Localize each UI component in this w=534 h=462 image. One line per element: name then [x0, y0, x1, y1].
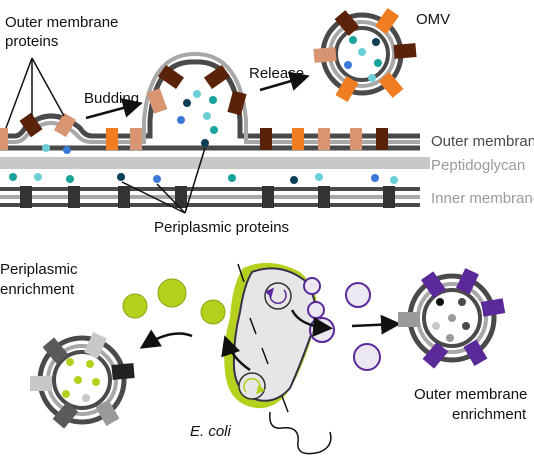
lime-vesicles	[122, 278, 226, 325]
small-bump-proteins	[19, 112, 77, 154]
outer-membrane-label: Outer membrane	[431, 133, 534, 150]
peptidoglycan-layer	[0, 157, 430, 169]
periplasmic-enrichment-line1: Periplasmic	[0, 261, 78, 278]
omp-label-line2: proteins	[5, 33, 58, 50]
release-label: Release	[249, 65, 304, 82]
periplasmic-pointer-lines	[121, 147, 206, 214]
to-periplasmic-enrichment-arrow	[139, 329, 193, 349]
peptidoglycan-label: Peptidoglycan	[431, 157, 525, 174]
periplasmic-enriched-vesicle	[30, 332, 135, 429]
om-enrichment-line2: enrichment	[452, 406, 527, 423]
periplasmic-proteins-label: Periplasmic proteins	[154, 219, 289, 236]
periplasmic-release-arrow	[221, 335, 251, 372]
inner-membrane-proteins	[20, 186, 395, 208]
budding-vesicle	[146, 64, 247, 134]
release-arrow	[259, 71, 310, 92]
periplasmic-proteins	[9, 139, 398, 184]
periplasmic-enrichment-line2: enrichment	[0, 281, 75, 298]
e-coli-label: E. coli	[190, 423, 232, 440]
released-omv	[313, 7, 417, 103]
inner-membrane-layer	[0, 187, 420, 207]
om-enriched-vesicle	[398, 268, 506, 369]
budding-arrow	[85, 98, 143, 120]
outer-membrane-proteins-flat	[0, 128, 388, 150]
outer-membrane-release-arrow	[290, 309, 333, 337]
budding-label: Budding	[84, 90, 139, 107]
om-enrichment-line1: Outer membrane	[414, 386, 527, 403]
omv-label: OMV	[416, 11, 450, 28]
omp-label-line1: Outer membrane	[5, 14, 118, 31]
omp-pointer-lines	[5, 57, 65, 129]
to-om-enrichment-arrow	[351, 314, 401, 335]
inner-membrane-label: Inner membrane	[431, 190, 534, 207]
